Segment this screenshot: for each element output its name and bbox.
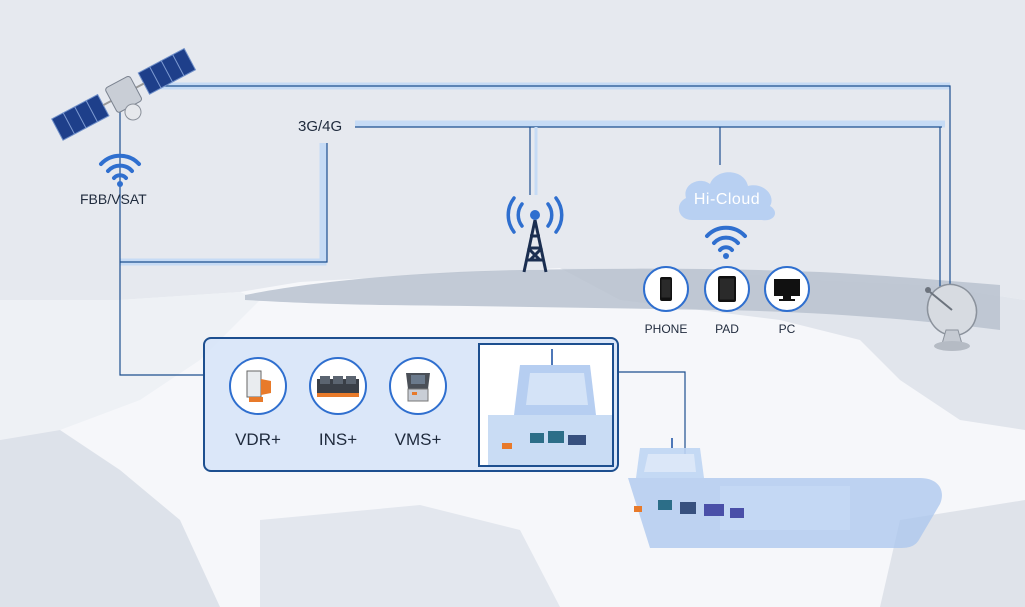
- ship-illustration: [628, 438, 942, 548]
- cloud-wifi-icon: [705, 225, 747, 259]
- vdr-device-icon: [246, 370, 271, 402]
- tablet-icon: [718, 276, 736, 302]
- vms-icon-circle: [389, 357, 447, 415]
- tablet-device: [704, 266, 750, 312]
- wifi-signal-icon: [99, 153, 141, 187]
- ins-icon-circle: [309, 357, 367, 415]
- vms-console-icon: [406, 373, 430, 402]
- device-label-phone: PHONE: [644, 322, 688, 336]
- cell-tower-icon: [506, 196, 564, 273]
- cloud-icon: [678, 172, 776, 221]
- ship-closeup-frame: [478, 343, 614, 467]
- fbb-vsat-label: FBB/VSAT: [80, 191, 147, 207]
- system-label-vms: VMS+: [394, 430, 442, 449]
- device-label-pc: PC: [778, 322, 796, 336]
- satellite-dish-icon: [925, 283, 978, 351]
- pc-device: [764, 266, 810, 312]
- device-label-pad: PAD: [715, 322, 739, 336]
- phone-icon: [660, 277, 672, 301]
- cellular-label: 3G/4G: [298, 118, 343, 135]
- ship-closeup-image: [480, 345, 612, 465]
- system-label-ins: INS+: [318, 430, 358, 449]
- system-label-vdr: VDR+: [235, 430, 281, 449]
- phone-device: [643, 266, 689, 312]
- ins-console-icon: [317, 376, 359, 397]
- satellite-icon: [51, 47, 197, 141]
- cloud-label: Hi-Cloud: [693, 191, 761, 208]
- monitor-icon: [774, 279, 800, 301]
- vdr-icon-circle: [229, 357, 287, 415]
